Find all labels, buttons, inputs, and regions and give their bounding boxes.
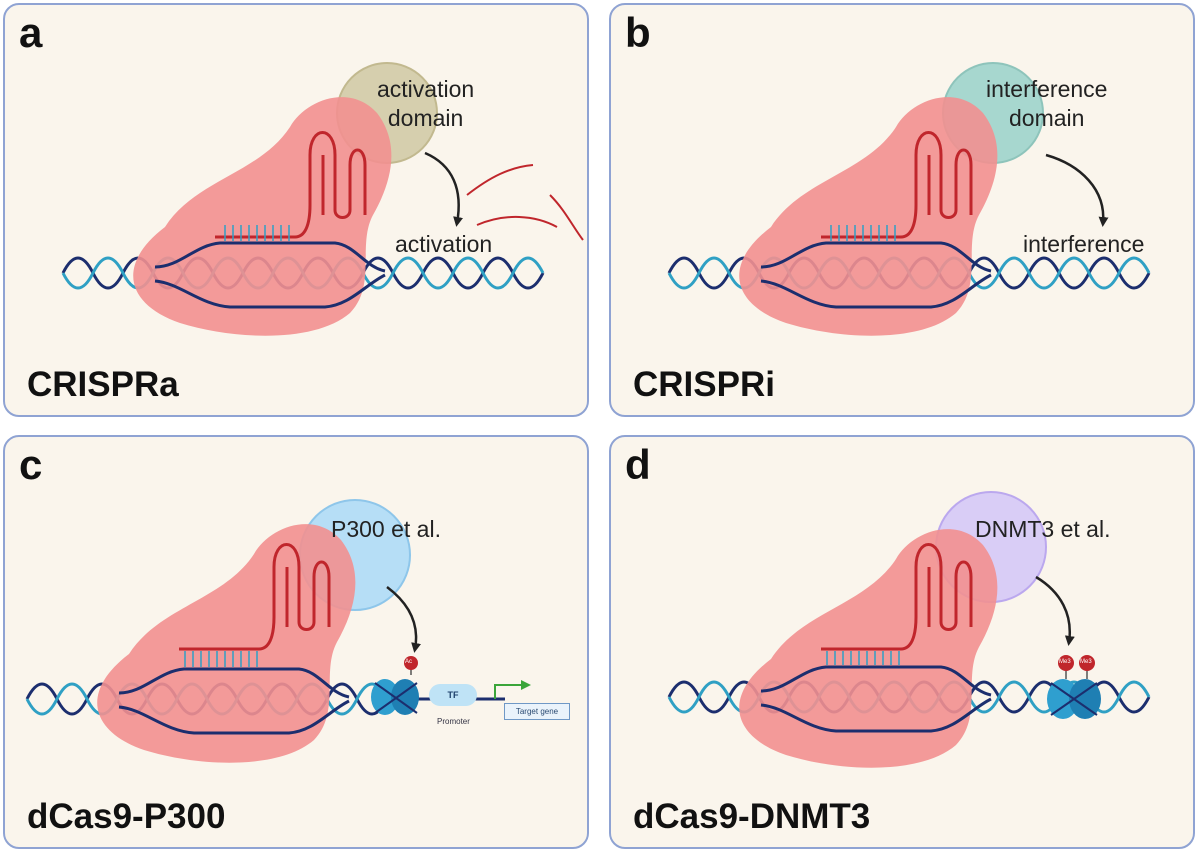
effector-domain-label: activation domain <box>377 76 475 131</box>
curved-arrow <box>424 151 463 227</box>
dcas9-protein <box>97 524 356 763</box>
panel-title: CRISPRa <box>27 365 179 404</box>
dna-bubble <box>760 665 992 733</box>
dna-bubble <box>118 667 350 735</box>
dcas9-dnmt3-illustration <box>667 491 1151 768</box>
curved-arrow <box>1045 153 1109 227</box>
tf-badge: TF <box>429 684 477 706</box>
histone-mark-label: Me3 <box>1059 659 1071 665</box>
dna-bubble <box>760 241 992 309</box>
panel-dcas9-dnmt3: d DNMT3 et al. Me3 Me3 dCas9-DNMT3 <box>609 435 1195 849</box>
guide-rna <box>215 131 367 239</box>
effector-domain-label: P300 et al. <box>331 516 441 542</box>
panel-letter: b <box>625 9 651 56</box>
effect-label: interference <box>1023 231 1145 257</box>
panel-letter: c <box>19 441 43 488</box>
histone-mark <box>1058 655 1074 671</box>
dcas9-protein <box>133 97 392 336</box>
dcas9-p300-illustration <box>25 499 531 763</box>
rna-base-pairs <box>184 651 258 667</box>
histone-mark-label: Me3 <box>1080 659 1092 665</box>
guide-rna <box>821 131 973 239</box>
target-gene-box: Target gene <box>504 703 570 720</box>
histone-mark <box>1079 655 1095 671</box>
curved-arrow <box>1035 575 1075 646</box>
effect-label: activation <box>395 231 493 257</box>
dcas9-protein <box>739 97 998 336</box>
panel-dcas9-p300: c P300 et al. Ac TF Promoter Target gene… <box>3 435 589 849</box>
panel-letter: a <box>19 9 43 56</box>
panel-crispra: a activation domain activation CRISPRa <box>3 3 589 417</box>
panel-letter: d <box>625 441 651 488</box>
crispra-illustration <box>61 62 584 336</box>
promoter-label: Promoter <box>437 717 470 726</box>
panel-title: CRISPRi <box>633 365 775 404</box>
effector-domain-label: interference domain <box>986 76 1108 131</box>
nucleosome <box>1047 679 1101 719</box>
rna-base-pairs <box>830 225 896 241</box>
curved-arrow <box>386 586 422 653</box>
rna-base-pairs <box>224 225 290 241</box>
guide-rna <box>821 543 973 651</box>
dna-bubble <box>154 241 386 309</box>
histone-mark-label: Ac <box>405 659 413 665</box>
panel-crispri: b interference domain interference CRISP… <box>609 3 1195 417</box>
guide-rna <box>179 543 331 651</box>
tss-arrow <box>494 680 531 699</box>
effector-domain-label: DNMT3 et al. <box>975 516 1111 542</box>
nucleosome <box>371 679 419 715</box>
panel-title: dCas9-DNMT3 <box>633 797 871 836</box>
crispri-illustration <box>667 62 1151 336</box>
histone-mark <box>404 656 418 670</box>
transcript-rna <box>466 164 584 241</box>
panel-title: dCas9-P300 <box>27 797 226 836</box>
rna-base-pairs <box>826 651 900 665</box>
